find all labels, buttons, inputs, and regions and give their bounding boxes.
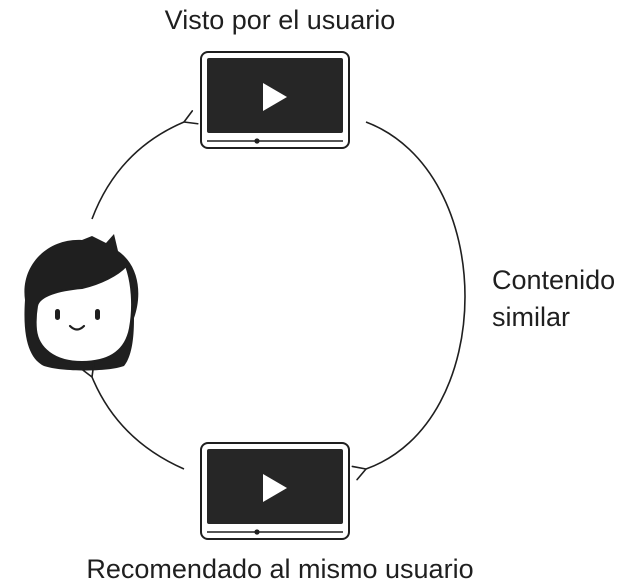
- arrow-watched-to-recommended: [351, 121, 466, 481]
- progress-knob: [254, 529, 260, 535]
- recommended-video-player: [200, 442, 350, 540]
- progress-knob: [254, 138, 260, 144]
- smile: [68, 324, 86, 331]
- right-eye: [95, 309, 100, 320]
- watched-video-player: [200, 51, 350, 149]
- play-icon: [263, 474, 287, 502]
- arrow-recommended-to-user: [80, 362, 185, 470]
- watched-label: Visto por el usuario: [164, 5, 396, 35]
- user-face-icon: [24, 234, 139, 371]
- play-icon: [263, 83, 287, 111]
- similar-label-line2: similar: [492, 302, 570, 332]
- arrow-user-to-watched: [91, 110, 199, 220]
- similar-label-line1: Contenido: [492, 265, 616, 295]
- left-eye: [55, 309, 60, 320]
- recommended-label: Recomendado al mismo usuario: [86, 554, 474, 584]
- similar-content-label: Contenido similar: [492, 262, 615, 336]
